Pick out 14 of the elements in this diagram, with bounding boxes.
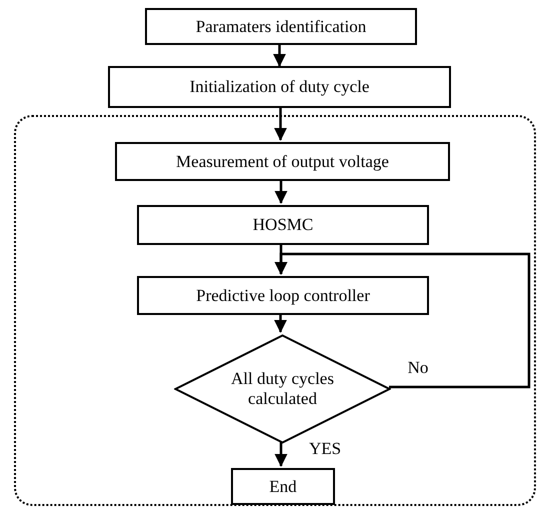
arrow [274,179,288,204]
decision-text: All duty cycles calculated [230,369,335,409]
process-box: End [231,468,335,505]
arrow [274,442,288,467]
dotted-boundary [14,115,536,506]
process-box: HOSMC [137,205,429,245]
process-box: Initialization of duty cycle [108,66,451,108]
arrow [273,45,286,67]
process-box: Predictive loop controller [137,276,429,315]
arrow [274,313,287,333]
arrow [274,108,287,141]
process-box: Paramaters identification [145,8,417,45]
process-box: Measurement of output voltage [115,142,450,181]
arrow [274,252,530,388]
